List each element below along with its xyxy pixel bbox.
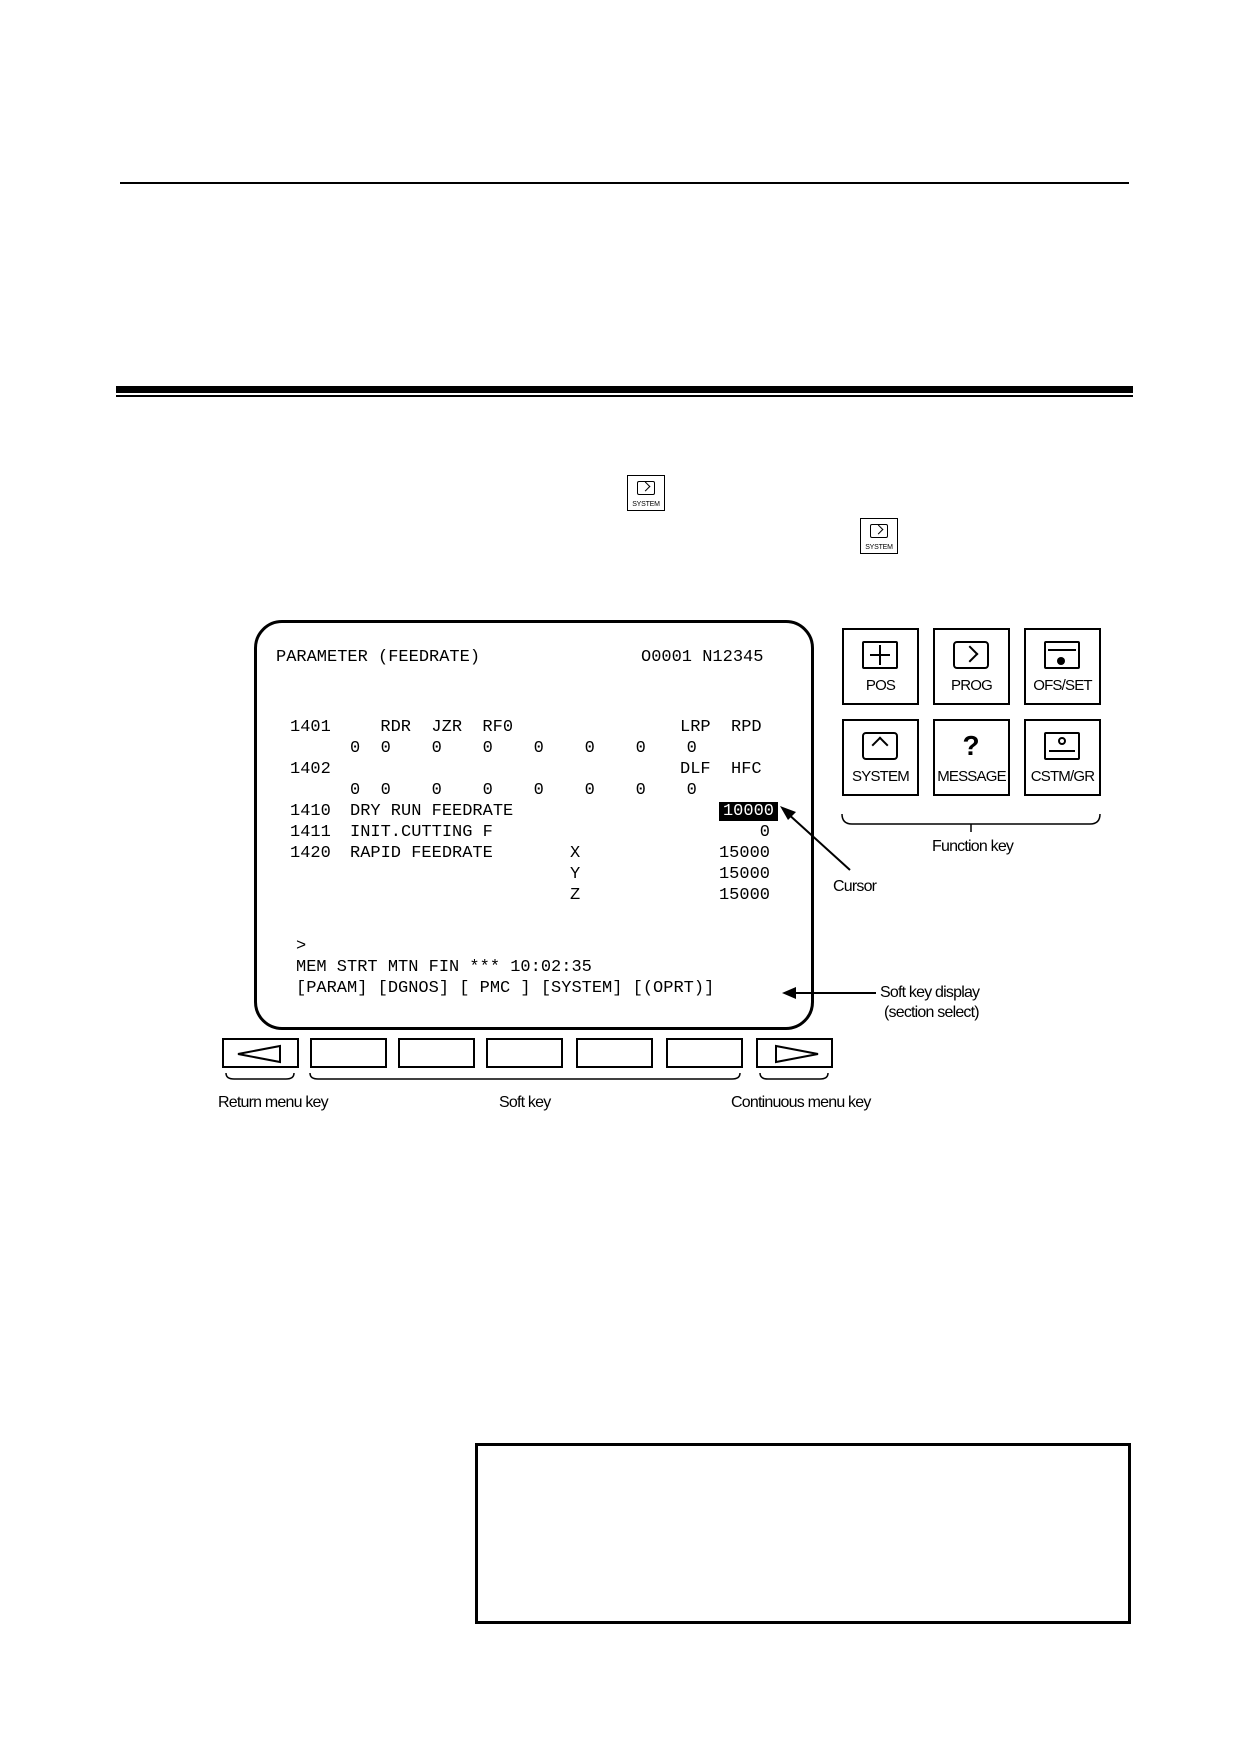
crt-screen [254,620,814,1030]
cursor-highlight[interactable]: 10000 [718,802,778,821]
soft-key-2[interactable] [398,1038,475,1068]
param-name: RAPID FEEDRATE [350,844,493,863]
function-key-ofs-set[interactable]: OFS/SET [1024,628,1101,705]
screen-title: PARAMETER (FEEDRATE) [276,648,481,667]
param-name: DRY RUN FEEDRATE [350,802,514,821]
param-axis: Z [570,886,581,905]
message-icon: ? [962,730,980,761]
right-arrow-icon [775,1044,819,1064]
param-value-cursor[interactable]: 10000 [698,802,778,822]
cstm-gr-icon [1044,732,1080,760]
function-key-label: SYSTEM [852,768,910,785]
param-no: 1411 [290,823,331,842]
softkey-display-caption-2: (section select) [884,1004,980,1021]
param-bits-extra-1402: DLF HFC [680,760,762,779]
param-value: 15000 [718,844,770,863]
param-value: 15000 [718,865,770,884]
param-no: 1420 [290,844,331,863]
param-value: 0 [759,823,770,842]
function-key-cstm-gr[interactable]: CSTM/GR [1024,719,1101,796]
cursor-caption: Cursor [833,878,877,895]
param-name: INIT.CUTTING F [350,823,493,842]
function-key-caption: Function key [932,838,1014,855]
param-axis: Y [570,865,581,884]
softkey-display: [PARAM] [DGNOS] [ PMC ] [SYSTEM] [(OPRT)… [296,979,715,998]
param-bits-1401: RDR JZR RF0 [360,718,514,737]
soft-key-5[interactable] [666,1038,743,1068]
function-key-label: OFS/SET [1033,677,1092,694]
system-icon [862,732,898,760]
function-key-system[interactable]: SYSTEM [842,719,919,796]
system-icon [870,524,888,538]
inline-system-key-1: SYSTEM [627,475,665,511]
note-box [475,1443,1131,1624]
pos-icon [862,641,898,669]
return-menu-key-caption: Return menu key [218,1094,329,1111]
param-axis: X [570,844,581,863]
param-values-1401: 0 0 0 0 0 0 0 0 [350,739,697,758]
function-key-label: POS [865,677,896,694]
left-arrow-icon [237,1044,281,1064]
softkey-display-caption-1: Soft key display [880,984,980,1001]
function-key-prog[interactable]: PROG [933,628,1010,705]
param-no-1401: 1401 [290,718,331,737]
status-line: MEM STRT MTN FIN *** 10:02:35 [296,958,592,977]
soft-key-caption: Soft key [499,1094,551,1111]
header-rule [120,182,1129,184]
input-prompt[interactable]: > [296,937,307,956]
param-values-1402: 0 0 0 0 0 0 0 0 [350,781,697,800]
param-bits-extra-1401: LRP RPD [680,718,762,737]
section-rule-thick [116,386,1133,393]
section-rule-thin [116,395,1133,397]
prog-icon [953,641,989,669]
inline-system-key-label: SYSTEM [865,544,893,551]
soft-key-1[interactable] [310,1038,387,1068]
param-no: 1410 [290,802,331,821]
inline-system-key-label: SYSTEM [632,501,660,508]
function-key-pos[interactable]: POS [842,628,919,705]
param-no-1402: 1402 [290,760,331,779]
inline-system-key-2: SYSTEM [860,518,898,554]
return-menu-key[interactable] [222,1038,299,1068]
program-number: O0001 N12345 [641,648,764,667]
function-key-message[interactable]: ? MESSAGE [933,719,1010,796]
function-key-label: CSTM/GR [1030,768,1095,785]
continuous-menu-key[interactable] [756,1038,833,1068]
continuous-menu-key-caption: Continuous menu key [731,1094,871,1111]
function-key-label: PROG [951,677,993,694]
soft-key-3[interactable] [486,1038,563,1068]
soft-key-4[interactable] [576,1038,653,1068]
system-icon [637,481,655,495]
function-key-label: MESSAGE [937,768,1006,785]
ofs-set-icon [1044,641,1080,669]
param-value: 15000 [718,886,770,905]
